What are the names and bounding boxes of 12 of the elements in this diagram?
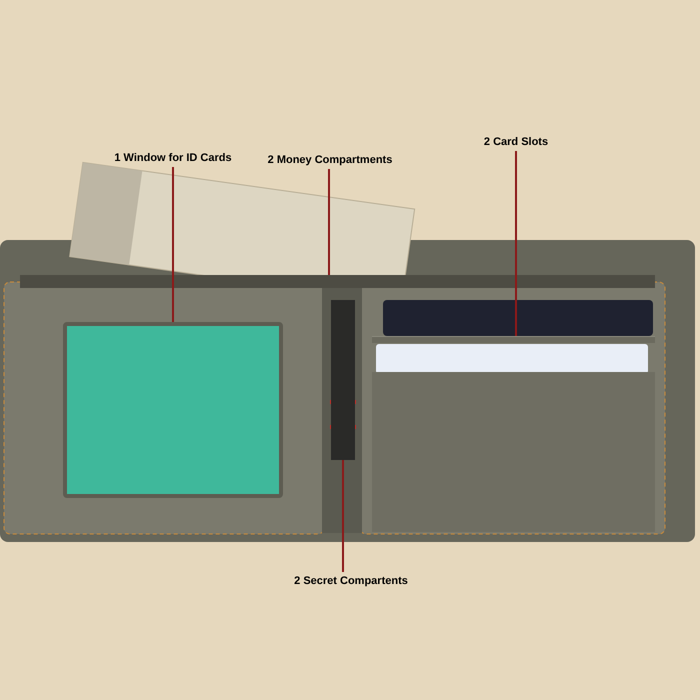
- leader-line: [172, 167, 174, 322]
- card-slot: [372, 336, 655, 343]
- leader-line: [342, 460, 344, 572]
- leader-line: [328, 169, 330, 275]
- callout-label: 2 Card Slots: [484, 134, 548, 150]
- callout-label: 1 Window for ID Cards: [114, 150, 232, 166]
- card-window: [63, 322, 283, 498]
- money-compartment: [20, 275, 655, 288]
- callout-label: 2 Secret Compartents: [294, 574, 408, 589]
- leader-line: [515, 151, 517, 336]
- callout-label: 2 Money Compartments: [268, 152, 392, 168]
- secret-compartment: [331, 300, 355, 460]
